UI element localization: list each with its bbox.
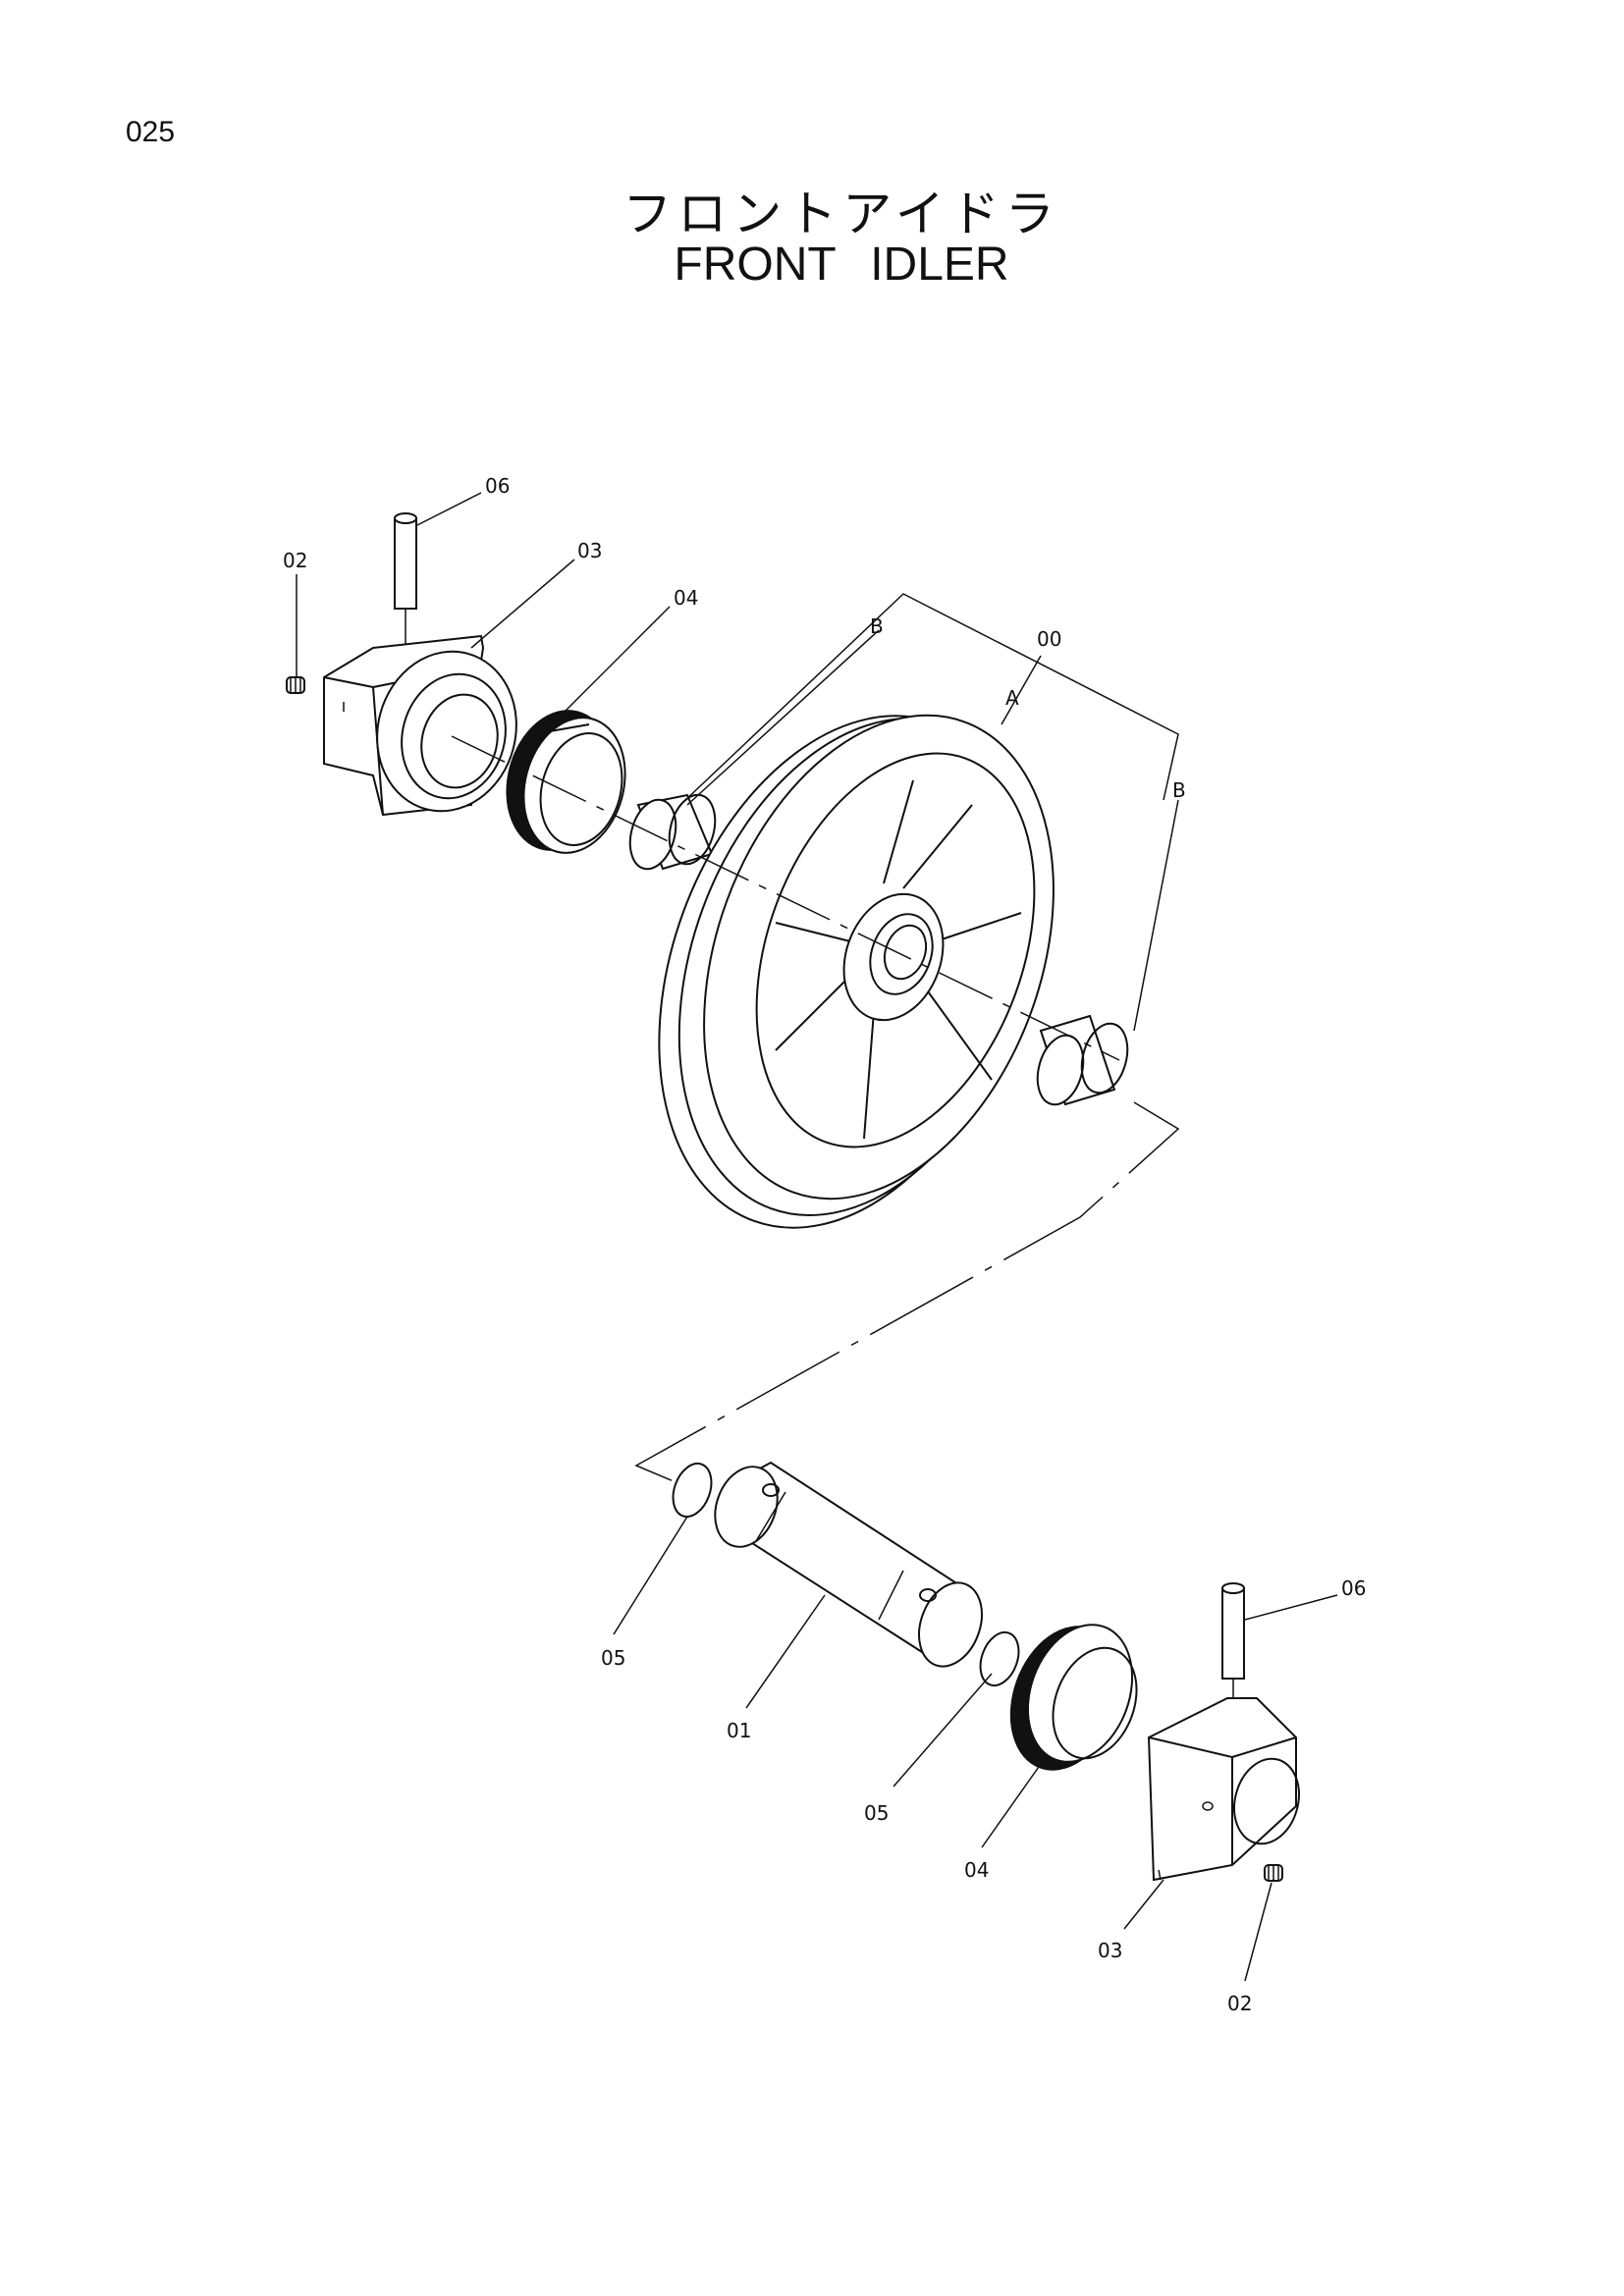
shaft-01 [714,1461,983,1668]
callout-01: 01 [727,1719,751,1742]
callout-03-top: 03 [577,539,602,562]
idler-wheel-00 [658,714,1055,1229]
callout-labels: 06 02 03 04 B 00 A B 06 05 01 05 04 03 0… [283,474,1366,2015]
reference-lines [451,593,1180,1488]
bracket-03-top [323,634,517,817]
seal-04-top [506,710,626,854]
callout-02-bottom: 02 [1227,1992,1252,2015]
title-japanese: フロントアイドラ [623,186,1060,242]
pin-06-top [394,512,417,657]
callout-06-bottom: 06 [1341,1576,1366,1600]
callout-a: A [1005,686,1019,710]
grease-fitting-02-top [286,676,305,694]
callout-05-left: 05 [601,1646,625,1670]
title-english: FRONT IDLER [674,239,1009,291]
page-number: 025 [126,116,176,148]
callout-05-mid: 05 [864,1801,889,1825]
callout-06-top: 06 [485,474,510,498]
snap-ring-05-left [672,1462,713,1519]
callout-04-bottom: 04 [964,1858,989,1882]
callout-b-right: B [1172,778,1186,802]
snap-ring-05-mid [979,1630,1020,1687]
bracket-03-bottom [1147,1697,1300,1882]
callout-03-bottom: 03 [1098,1939,1122,1962]
bushing-top [628,793,717,871]
bushing-right [1036,1014,1129,1106]
callout-04-top: 04 [674,586,698,610]
grease-fitting-02-bottom [1264,1864,1283,1882]
leader-lines [296,492,1338,1982]
callout-02-top: 02 [283,549,307,572]
seal-04-bottom [1009,1624,1138,1771]
callout-00: 00 [1037,627,1061,651]
callout-b-upper: B [870,614,884,638]
